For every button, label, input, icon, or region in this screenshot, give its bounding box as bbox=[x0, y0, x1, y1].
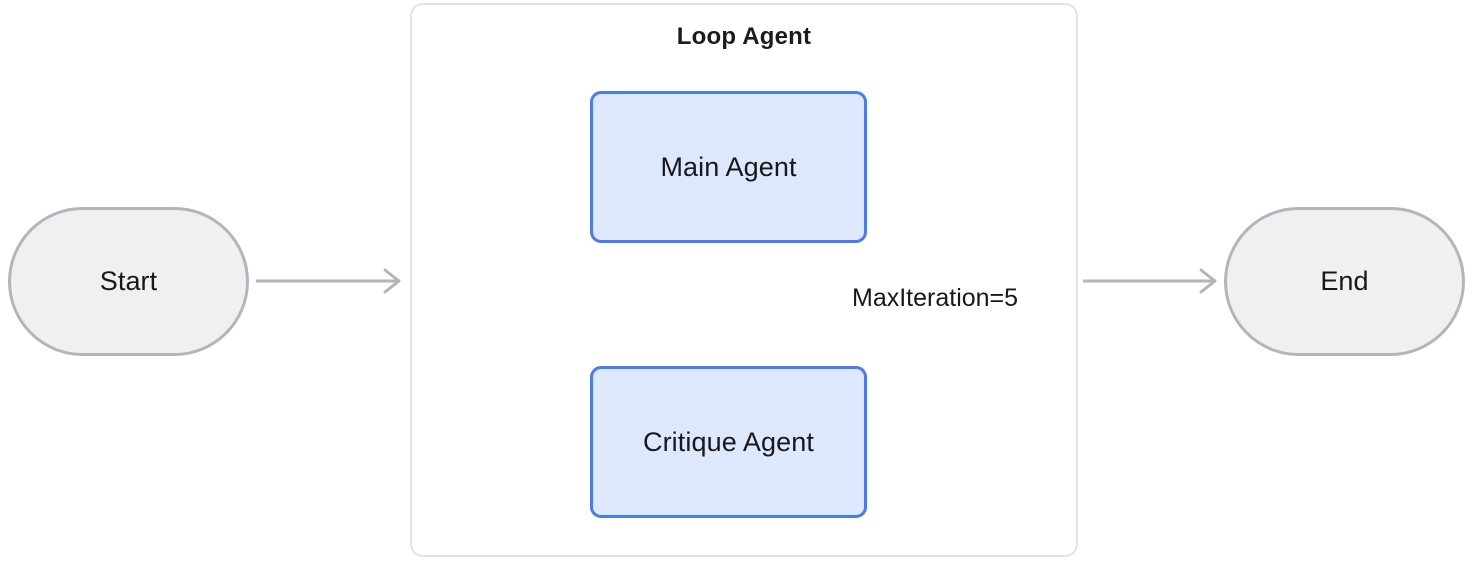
edge-label-max-iteration: MaxIteration=5 bbox=[848, 282, 1023, 316]
node-end[interactable]: End bbox=[1224, 207, 1465, 356]
node-main-agent-label: Main Agent bbox=[660, 151, 797, 182]
node-start[interactable]: Start bbox=[8, 207, 249, 356]
node-start-label: Start bbox=[99, 266, 158, 296]
arrowhead-open-right bbox=[383, 268, 401, 294]
node-main-agent[interactable]: Main Agent bbox=[590, 91, 867, 243]
node-end-label: End bbox=[1320, 266, 1369, 296]
node-critique-agent[interactable]: Critique Agent bbox=[590, 366, 867, 518]
container-loop-agent-title: Loop Agent bbox=[676, 23, 812, 50]
node-critique-agent-label: Critique Agent bbox=[642, 426, 814, 457]
edge-loop-to-end bbox=[1083, 268, 1217, 294]
arrowhead-open-right bbox=[1199, 268, 1217, 294]
edge-start-to-loop bbox=[256, 268, 401, 294]
